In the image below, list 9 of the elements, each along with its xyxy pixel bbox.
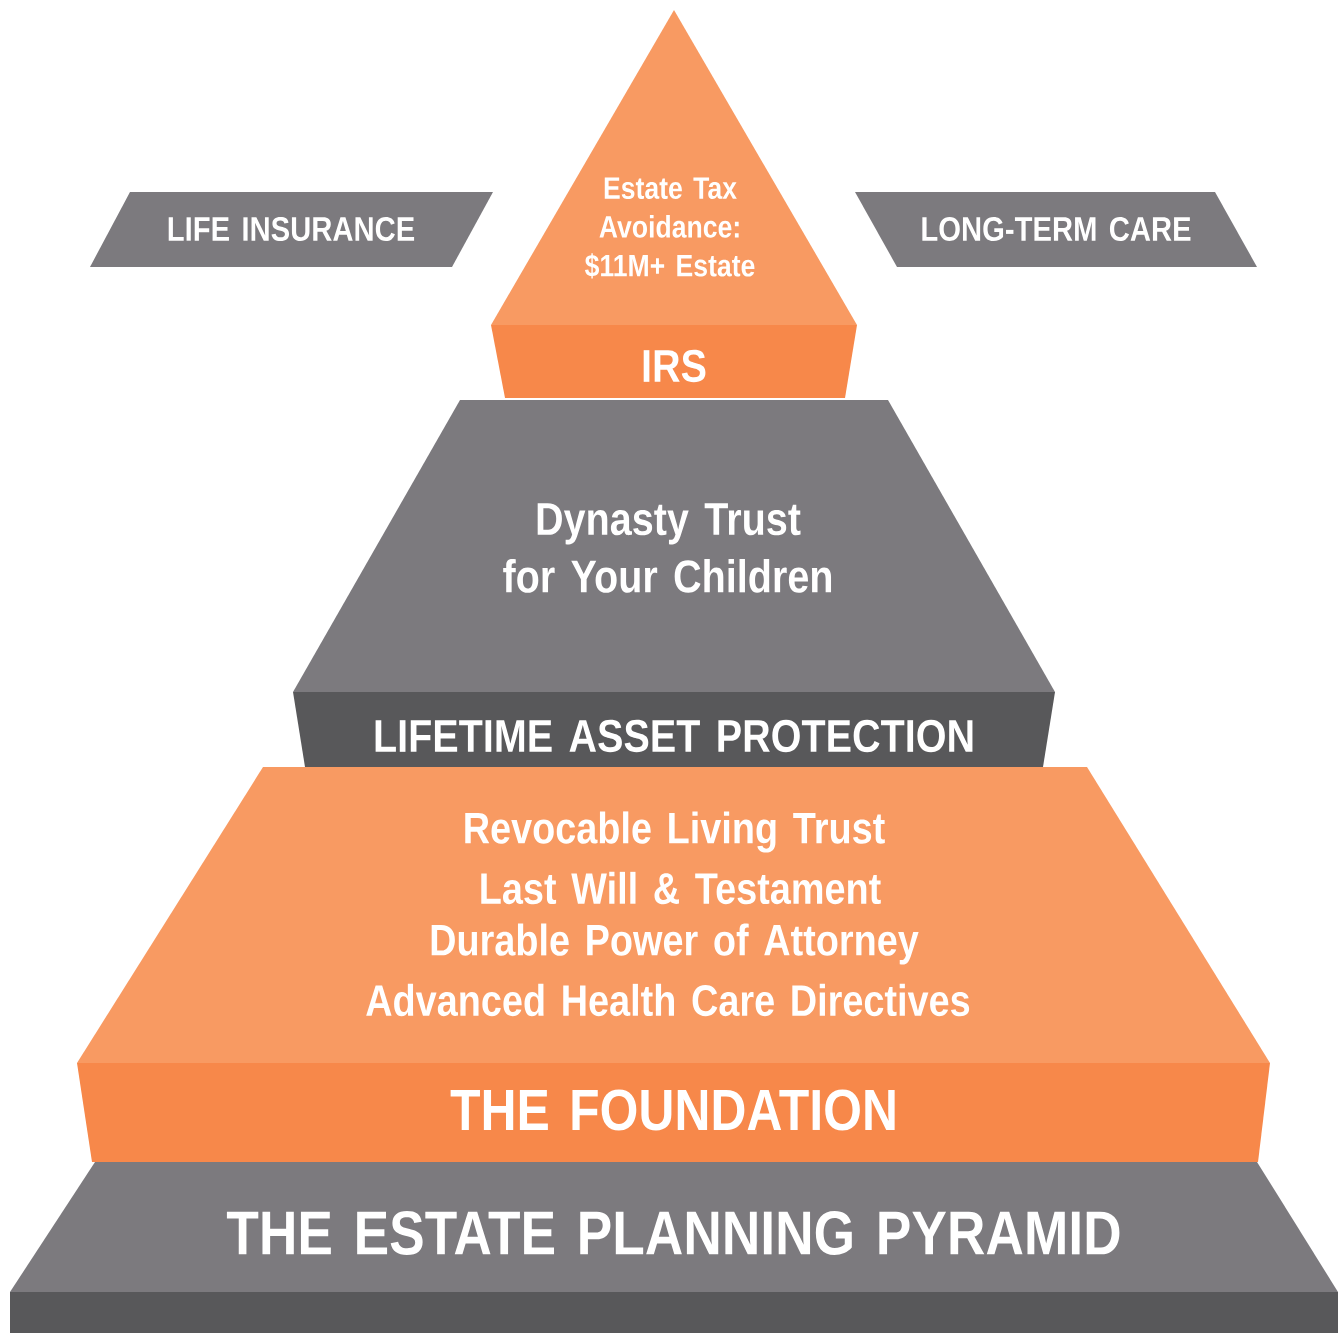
- side-banner: LONG-TERM CARE: [855, 192, 1257, 267]
- node-label: THE FOUNDATION: [450, 1089, 895, 1131]
- side-banner: LIFE INSURANCE: [90, 192, 493, 267]
- pyramid-tier: Estate Tax Avoidance: $11M+ Estate IRS: [491, 10, 857, 398]
- pyramid-tier: THE ESTATE PLANNING PYRAMID: [10, 1162, 1338, 1333]
- pyramid-tier: Dynasty Trust for Your Children LIFETIME ASSET PROTECTION: [293, 400, 1055, 767]
- node-label: IRS: [643, 349, 706, 383]
- pyramid-tier: Revocable Living Trust Last Will & Testament Durable Power of Attorney Advanced Health Care Directives THE FOUNDATION: [77, 767, 1270, 1162]
- node-label: LIFETIME ASSET PROTECTION: [375, 719, 973, 753]
